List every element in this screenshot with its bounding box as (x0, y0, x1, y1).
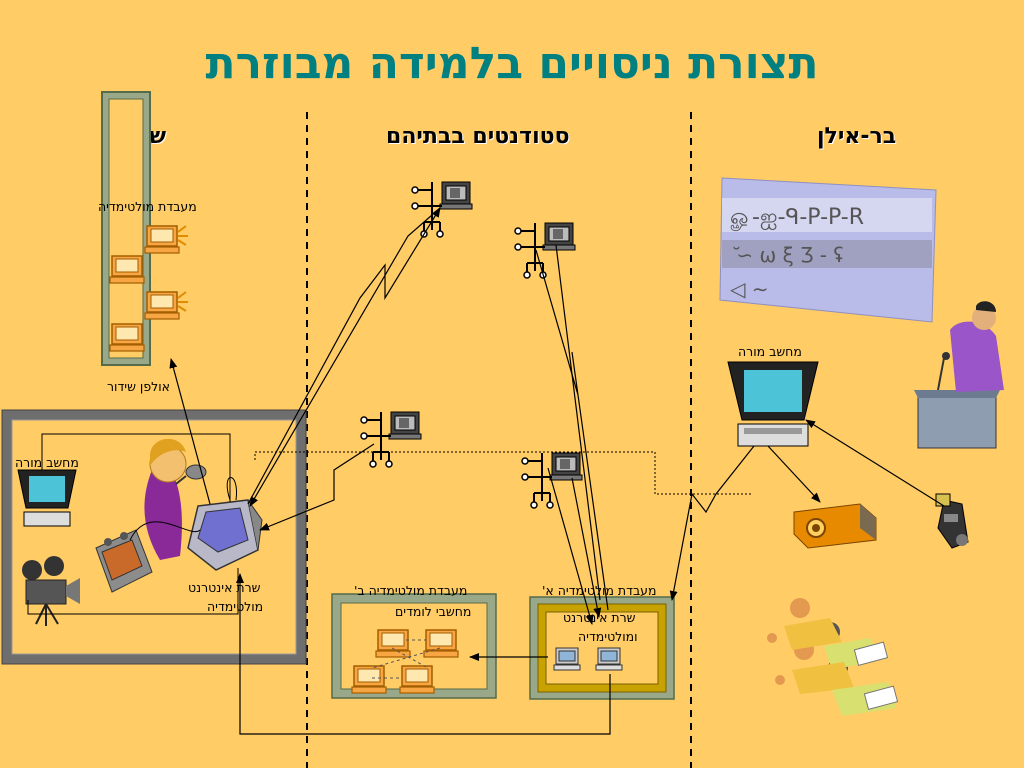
shenkar-server-icon (187, 499, 263, 571)
student-pc-2 (514, 222, 576, 279)
video-camera-icon (22, 556, 80, 626)
label-lab-a-2: שרת אינטרנט (563, 610, 636, 625)
projection-screen: ௐ-ஐ-ᑫ-P-P-R ﬞ ∽ ω ξ Ʒ - ʢ ◁ ∼ (719, 177, 937, 323)
camcorder-icon (935, 493, 969, 549)
audio-mixer-icon (95, 529, 153, 593)
svg-text:ﬞ ∽ ω ξ Ʒ - ʢ: ﬞ ∽ ω ξ Ʒ - ʢ (730, 243, 844, 267)
label-lab-b-2: מחשבי לומדים (395, 604, 472, 619)
student-pc-1 (411, 181, 473, 238)
lab-b-frame (331, 593, 497, 699)
svg-text:ௐ-ஐ-ᑫ-P-P-R: ௐ-ஐ-ᑫ-P-P-R (730, 205, 864, 232)
section-students: סטודנטים בבתיהם (386, 124, 570, 149)
dotted-link (254, 451, 752, 495)
label-shenkar-server-1: שרת אינטרנט (188, 580, 261, 595)
label-shenkar-teacher-pc: מחשב מורה (15, 455, 79, 470)
connection-arrows (169, 207, 945, 735)
label-shenkar-lab: מעבדת מולטימדיה (98, 199, 197, 214)
presenter-icon (144, 438, 207, 560)
lab-computers (109, 225, 188, 352)
label-lab-a-1: מעבדת מולטימדיה א' (542, 583, 657, 598)
studio-wiring (27, 433, 239, 615)
students-icon (767, 598, 899, 716)
label-broadcast-studio: אולפן שידור (107, 379, 170, 394)
bar-ilan-teacher-pc-icon (727, 361, 819, 447)
lecturer-icon (914, 301, 1004, 449)
label-bar-ilan-teacher-pc: מחשב מורה (738, 344, 802, 359)
page-title: תצורת ניסויים בלמידה מבוזרת (205, 38, 819, 89)
student-pc-3 (360, 411, 422, 468)
section-bar-ilan: בר-אילן (817, 124, 897, 149)
label-lab-b-1: מעבדת מולטימדיה ב' (354, 583, 468, 598)
projector-icon (793, 503, 877, 549)
lab-a-frame (529, 596, 675, 700)
shenkar-teacher-pc-icon (17, 469, 77, 527)
label-shenkar-server-2: מולטימדיה (207, 599, 264, 614)
svg-text:◁ ∼: ◁ ∼ (729, 277, 769, 301)
label-lab-a-3: ומולטימדיה (578, 629, 638, 644)
